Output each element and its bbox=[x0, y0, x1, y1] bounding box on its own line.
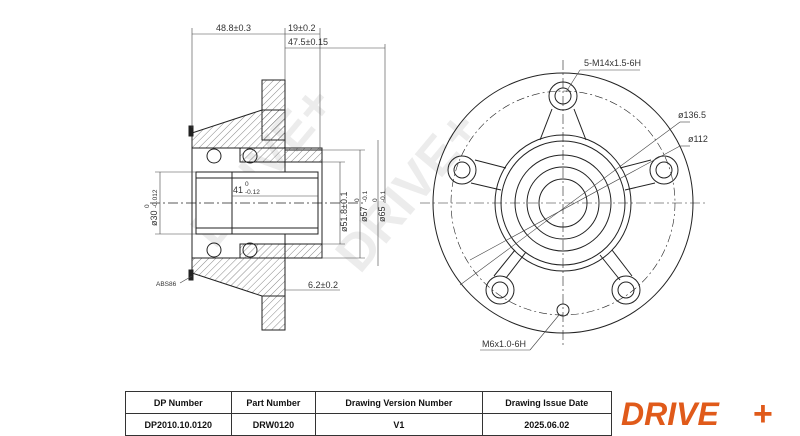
dim-65-tol-top: 0 bbox=[372, 198, 379, 202]
stud-boss-left-top bbox=[447, 155, 477, 185]
dim-19: 19±0.2 bbox=[288, 23, 315, 33]
dim-inner-41: 41 bbox=[233, 185, 243, 195]
dim-65: ø65 bbox=[377, 206, 387, 222]
flange-section-upper bbox=[191, 109, 286, 149]
dim-57-tol-bottom: -0.1 bbox=[362, 190, 369, 202]
front-view bbox=[420, 60, 705, 345]
driveplus-logo: DRIVE + bbox=[615, 391, 799, 435]
seal-left-bottom bbox=[188, 269, 194, 281]
dim-51-8: ø51.8±0.1 bbox=[339, 192, 349, 232]
dim-bore-tol-top: 0 bbox=[144, 204, 151, 208]
logo-plus: + bbox=[753, 395, 773, 431]
stud-boss-right-top bbox=[649, 155, 679, 185]
logo-text: DRIVE bbox=[621, 396, 720, 431]
front-dimension-texts: 5-M14x1.5-6H ø136.5 ø112 M6x1.0-6H bbox=[482, 58, 708, 349]
bearing-ball-2 bbox=[242, 148, 258, 164]
title-block-value-row: DP2010.10.0120 DRW0120 V1 2025.06.02 bbox=[125, 413, 613, 436]
dim-6-2: 6.2±0.2 bbox=[308, 280, 338, 290]
abs-label: ABS86 bbox=[156, 281, 177, 288]
bearing-ball-1 bbox=[206, 148, 222, 164]
dim-bore-tol-bottom: -0.012 bbox=[152, 189, 159, 208]
header-dp-number: DP Number bbox=[125, 391, 232, 414]
dim-thread-holes: 5-M14x1.5-6H bbox=[584, 58, 641, 68]
dim-57-tol-top: 0 bbox=[354, 198, 361, 202]
hub-body-hatch-top bbox=[239, 147, 323, 163]
dim-57: ø57 bbox=[359, 206, 369, 222]
title-block-header-row: DP Number Part Number Drawing Version Nu… bbox=[125, 391, 613, 414]
front-dimensions bbox=[459, 69, 690, 351]
bearing-ball-3 bbox=[206, 242, 222, 258]
value-part-number: DRW0120 bbox=[230, 413, 317, 436]
seal-left bbox=[188, 125, 194, 137]
value-dp-number: DP2010.10.0120 bbox=[125, 413, 232, 436]
flange-section-bottom bbox=[261, 295, 286, 331]
dim-small-thread: M6x1.0-6H bbox=[482, 339, 526, 349]
header-part-number: Part Number bbox=[230, 391, 317, 414]
title-block: DP Number Part Number Drawing Version Nu… bbox=[125, 391, 799, 436]
header-drawing-issue-date: Drawing Issue Date bbox=[481, 391, 613, 414]
dim-inner-tol-top: 0 bbox=[245, 181, 249, 188]
dim-112: ø112 bbox=[688, 134, 708, 144]
front-ribs bbox=[470, 108, 656, 281]
dim-bore-30: ø30 bbox=[149, 210, 159, 226]
bearing-ball-4 bbox=[242, 242, 258, 258]
dim-136-5: ø136.5 bbox=[678, 110, 706, 120]
stud-boss-left-bottom bbox=[485, 275, 515, 305]
header-drawing-version: Drawing Version Number bbox=[315, 391, 483, 414]
technical-drawing: DRIVE+ DRIVE+ bbox=[144, 23, 708, 351]
stud-boss-right-bottom bbox=[611, 275, 641, 305]
dim-65-tol-bottom: -0.1 bbox=[380, 190, 387, 202]
dim-inner-tol-bottom: -0.12 bbox=[245, 189, 260, 196]
side-dimension-texts: 48.8±0.3 19±0.2 47.5±0.15 6.2±0.2 ABS86 … bbox=[144, 23, 387, 290]
dim-48-8: 48.8±0.3 bbox=[216, 23, 251, 33]
logo-graphic: DRIVE + bbox=[621, 395, 773, 431]
side-section-view bbox=[150, 79, 365, 331]
side-dimensions bbox=[155, 28, 386, 291]
value-drawing-version: V1 bbox=[315, 413, 483, 436]
front-hub-circle-4 bbox=[526, 166, 600, 240]
hub-body-hatch-bottom bbox=[239, 243, 323, 259]
value-drawing-issue-date: 2025.06.02 bbox=[481, 413, 613, 436]
flange-section-lower bbox=[191, 257, 286, 297]
title-block-table: DP Number Part Number Drawing Version Nu… bbox=[125, 391, 613, 436]
watermark-text-front: DRIVE+ bbox=[325, 100, 491, 282]
dim-47-5: 47.5±0.15 bbox=[288, 37, 328, 47]
